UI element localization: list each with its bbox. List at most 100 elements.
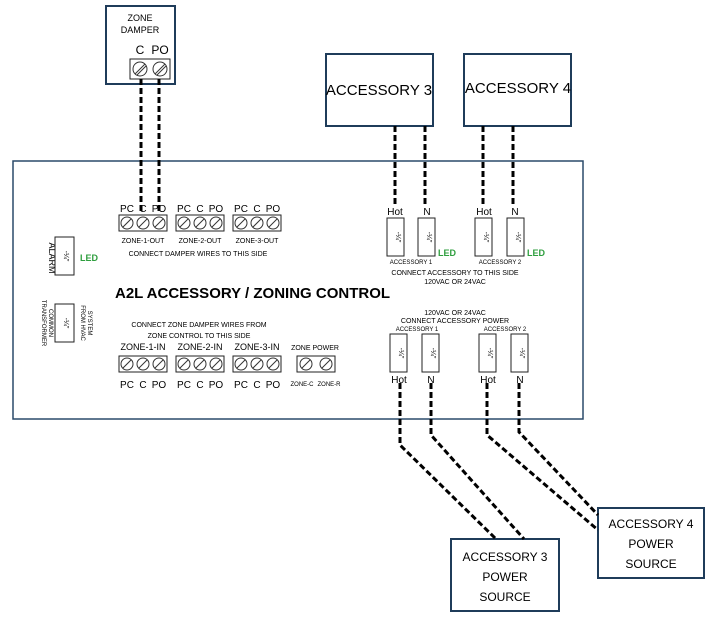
connect-damper-note: CONNECT DAMPER WIRES TO THIS SIDE [129,251,268,258]
connect-zone-note-2: ZONE CONTROL TO THIS SIDE [148,333,251,340]
accessory-3-box [325,53,434,127]
acc1-out-n-label: N [423,207,430,218]
acc2-out-hot-symbol: -¼" [482,232,489,243]
wire-acc3-power-hot [398,383,498,541]
acc2-in-hot-label: Hot [480,375,496,386]
transformer-relay-symbol: -¼" [62,318,69,329]
from-hvac-label-1: FROM HVAC [79,305,85,341]
zone-2-out-c: C [196,204,203,215]
acc1-in-hot-label: Hot [391,375,407,386]
alarm-led-label: LED [80,253,99,263]
acc2-in-hot-terminal [478,333,497,373]
zone-3-in-c: C [253,380,260,391]
alarm-relay-symbol: -¼" [62,251,69,262]
acc4-power-line-2: POWER [628,537,674,551]
zone-1-in-pc: PC [120,380,134,391]
accessory-3-label: ACCESSORY 3 [326,82,432,99]
acc2-in-n-label: N [516,375,523,386]
accessory-3-power-source: ACCESSORY 3 POWER SOURCE [450,538,560,612]
acc3-power-line-2: POWER [482,570,528,584]
accessory-4: ACCESSORY 4 [463,53,572,127]
alarm-relay: ALARM -¼" LED [47,236,99,276]
zone-1-out-po: PO [152,204,167,215]
zone-3-in-pc: PC [234,380,248,391]
zone-1-out-c: C [139,204,146,215]
zone-3-out-pc: PC [234,204,248,215]
from-hvac-label-2: SYSTEM [86,311,92,336]
control-board [12,160,584,420]
acc4-power-line-3: SOURCE [625,557,676,571]
zone-3-in-label: ZONE-3-IN [235,342,280,352]
acc2-out-hot-terminal [474,217,493,257]
acc1-out-hot-terminal [386,217,405,257]
zone-1-in-label: ZONE-1-IN [121,342,166,352]
accessory-3: ACCESSORY 3 [325,53,434,127]
acc1-in-n-label: N [427,375,434,386]
acc2-out-label: ACCESSORY 2 [479,260,522,266]
acc2-in-hot-symbol: -¼" [486,348,493,359]
connect-acc-note-2: 120VAC OR 24VAC [424,279,486,286]
acc2-in-label: ACCESSORY 2 [484,327,527,333]
zone-2-in-po: PO [209,380,224,391]
zone-out-terminals: PC C PO PC C PO PC C PO ZONE-1-OUT ZONE-… [118,204,282,258]
accessory-4-power-box [597,507,705,579]
power-note-1: 120VAC OR 24VAC [424,310,486,317]
acc2-out-n-label: N [511,207,518,218]
board-title: A2L ACCESSORY / ZONING CONTROL [115,285,390,302]
zone-damper-title-1: ZONE [127,13,152,23]
acc1-out-n-terminal [417,217,436,257]
zone-damper-title-2: DAMPER [121,25,160,35]
acc1-in-hot-symbol: -¼" [397,348,404,359]
acc2-out-n-terminal [506,217,525,257]
accessory-outputs: Hot N Hot N -¼" -¼" -¼" -¼" LED LED ACCE… [386,207,546,286]
transformer-common: TRANSFORMER COMMON -¼" FROM HVAC SYSTEM [40,300,92,347]
acc1-in-n-symbol: -¼" [429,348,436,359]
zone-2-out-label: ZONE-2-OUT [179,238,223,245]
acc2-out-n-symbol: -¼" [514,232,521,243]
accessory-4-label: ACCESSORY 4 [465,80,571,97]
zone-damper-term-po-label: PO [151,43,168,57]
zone-1-in-po: PO [152,380,167,391]
acc3-power-line-1: ACCESSORY 3 [463,550,548,564]
wires [139,79,600,541]
zone-2-in-pc: PC [177,380,191,391]
zone-3-out-c: C [253,204,260,215]
transformer-terminal [54,303,75,343]
zone-2-in-c: C [196,380,203,391]
acc2-led-label: LED [527,248,546,258]
acc1-out-label: ACCESSORY 1 [390,260,433,266]
zone-damper: ZONE DAMPER C PO [105,5,176,85]
accessory-4-box [463,53,572,127]
connect-acc-note-1: CONNECT ACCESSORY TO THIS SIDE [391,270,519,277]
accessory-3-power-box [450,538,560,612]
wire-acc4-power-hot [485,383,599,532]
acc1-out-hot-symbol: -¼" [394,232,401,243]
zone-r-label: ZONE-R [318,382,342,388]
accessory-power-inputs: 120VAC OR 24VAC CONNECT ACCESSORY POWER … [389,310,529,386]
acc1-in-label: ACCESSORY 1 [396,327,439,333]
acc4-power-line-1: ACCESSORY 4 [609,517,694,531]
acc1-in-hot-terminal [389,333,408,373]
zone-c-label: ZONE-C [291,382,315,388]
zone-damper-term-c-label: C [136,43,145,57]
zone-power-label: ZONE POWER [291,345,339,352]
wire-acc3-power-n [429,383,526,540]
zone-2-in-label: ZONE-2-IN [178,342,223,352]
accessory-4-power-source: ACCESSORY 4 POWER SOURCE [597,507,705,579]
alarm-terminal [54,236,75,276]
zone-1-out-pc: PC [120,204,134,215]
zone-3-out-label: ZONE-3-OUT [236,238,280,245]
wire-acc4-power-n [517,383,600,517]
acc1-in-n-terminal [421,333,440,373]
transformer-label-2: COMMON [47,309,53,337]
acc1-led-label: LED [438,248,457,258]
zone-in-screws [120,357,333,371]
zone-2-out-po: PO [209,204,224,215]
acc2-in-n-symbol: -¼" [518,348,525,359]
acc2-out-hot-label: Hot [476,207,492,218]
connect-zone-note-1: CONNECT ZONE DAMPER WIRES FROM [131,322,266,329]
acc1-out-hot-label: Hot [387,207,403,218]
zone-3-out-po: PO [266,204,281,215]
zone-2-out-pc: PC [177,204,191,215]
power-note-2: CONNECT ACCESSORY POWER [401,318,509,325]
